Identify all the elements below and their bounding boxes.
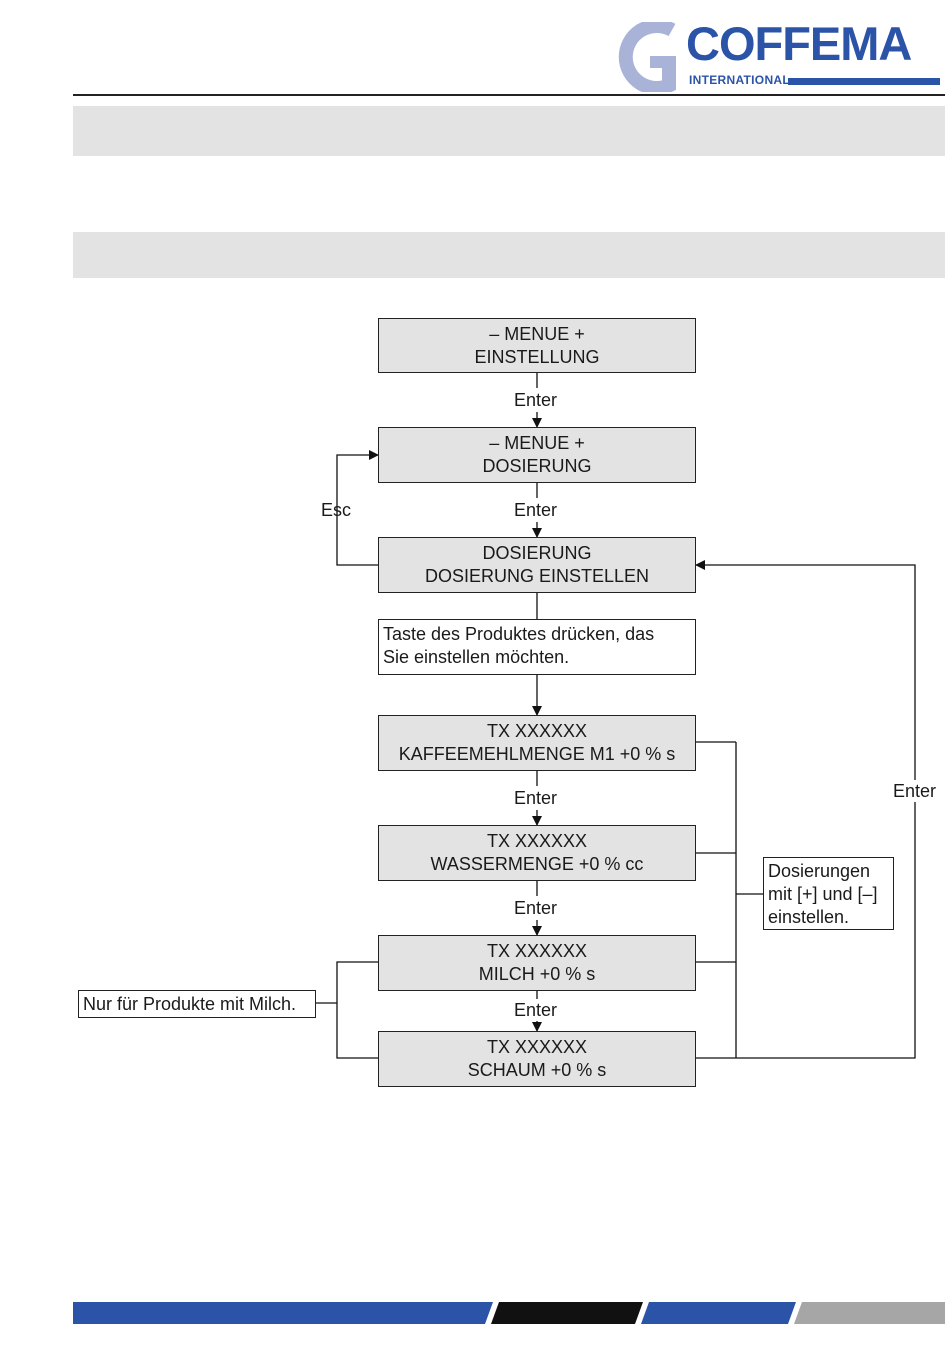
brand-name: COFFEMA <box>686 17 912 70</box>
box-schaum: TX XXXXXX SCHAUM +0 % s <box>378 1031 696 1087</box>
header-divider <box>73 94 945 96</box>
footer-stripe-grey <box>794 1302 945 1324</box>
box-dosierung: DOSIERUNG DOSIERUNG EINSTELLEN <box>378 537 696 593</box>
box-schaum-line2: SCHAUM +0 % s <box>467 1060 607 1080</box>
label-enter-3: Enter <box>514 788 558 808</box>
box-milch-line2: MILCH +0 % s <box>478 964 596 984</box>
section-band-second <box>73 232 945 278</box>
footer-stripe-black <box>491 1302 643 1324</box>
box-menu-einstellung: – MENUE + EINSTELLUNG <box>378 318 696 373</box>
note-milch-only: Nur für Produkte mit Milch. <box>78 990 316 1018</box>
label-enter-2: Enter <box>514 500 558 520</box>
coffema-c-logo-icon <box>618 22 676 92</box>
box-wassermenge-line2: WASSERMENGE +0 % cc <box>430 854 644 874</box>
milk-bracket <box>336 961 378 1059</box>
box-kaffeemehlmenge: TX XXXXXX KAFFEEMEHLMENGE M1 +0 % s <box>378 715 696 771</box>
box-dosierung-line2: DOSIERUNG EINSTELLEN <box>424 566 650 586</box>
box-dosierung-line1: DOSIERUNG <box>482 543 592 563</box>
note-taste-line1: Taste des Produktes drücken, das <box>383 624 655 644</box>
label-enter-return: Enter <box>892 780 938 802</box>
esc-loop <box>336 450 379 566</box>
note-dosierungen-line2: mit [+] und [–] <box>768 884 878 904</box>
box-wassermenge-line1: TX XXXXXX <box>486 831 588 851</box>
box-menu-einstellung-line1: – MENUE + <box>489 323 585 344</box>
enter-return-loop <box>695 560 916 1059</box>
brand-subtitle: INTERNATIONAL <box>689 73 791 87</box>
box-milch-line1: TX XXXXXX <box>486 941 588 961</box>
note-milch-only-text: Nur für Produkte mit Milch. <box>83 994 297 1014</box>
section-band-top <box>73 106 945 156</box>
label-enter-4: Enter <box>514 898 558 918</box>
footer-stripe-blue-1 <box>73 1302 493 1324</box>
note-dosierungen: Dosierungen mit [+] und [–] einstellen. <box>763 857 894 930</box>
note-dosierungen-line1: Dosierungen <box>768 861 871 881</box>
label-enter-1: Enter <box>514 390 558 410</box>
box-menu-einstellung-line2: EINSTELLUNG <box>474 346 600 367</box>
box-schaum-line1: TX XXXXXX <box>486 1037 588 1057</box>
box-milch: TX XXXXXX MILCH +0 % s <box>378 935 696 991</box>
coffema-logo: COFFEMA INTERNATIONAL <box>616 17 946 92</box>
note-taste-line2: Sie einstellen möchten. <box>383 647 570 667</box>
note-dosierungen-line3: einstellen. <box>768 907 850 927</box>
note-taste: Taste des Produktes drücken, das Sie ein… <box>378 619 696 675</box>
box-menu-dosierung-line1: – MENUE + <box>489 433 585 453</box>
box-wassermenge: TX XXXXXX WASSERMENGE +0 % cc <box>378 825 696 881</box>
label-enter-5: Enter <box>514 1000 558 1020</box>
label-esc: Esc <box>321 500 352 520</box>
box-kaffeemehlmenge-line2: KAFFEEMEHLMENGE M1 +0 % s <box>398 744 676 764</box>
footer-stripe <box>73 1302 945 1324</box>
box-menu-dosierung-line2: DOSIERUNG <box>482 456 592 476</box>
box-menu-dosierung: – MENUE + DOSIERUNG <box>378 427 696 483</box>
footer-stripe-blue-2 <box>641 1302 796 1324</box>
box-kaffeemehlmenge-line1: TX XXXXXX <box>486 721 588 741</box>
brand-rule <box>788 78 940 85</box>
